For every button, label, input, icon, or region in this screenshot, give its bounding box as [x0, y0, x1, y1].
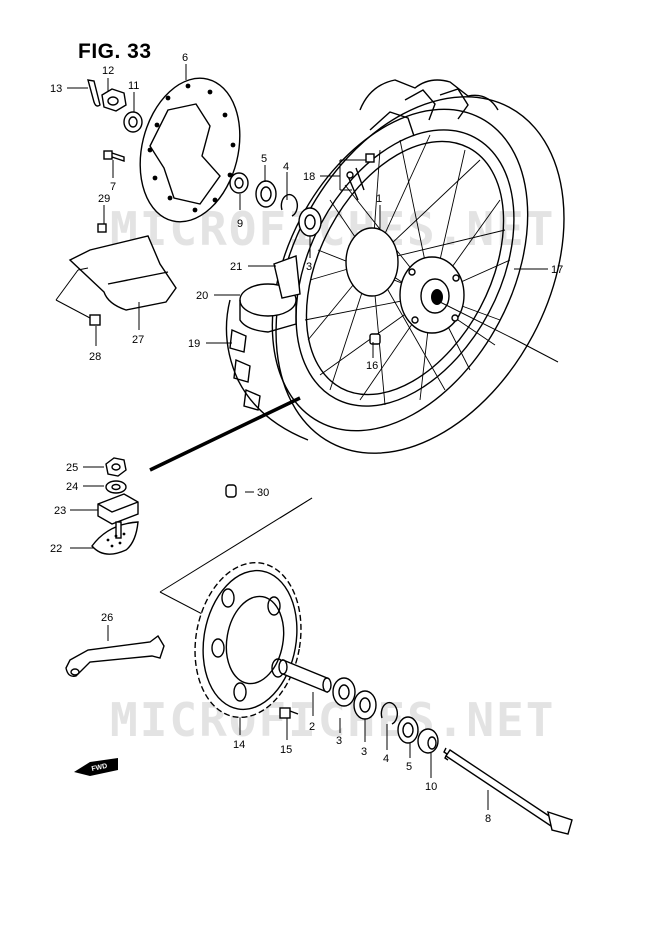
rear-tire: [225, 79, 565, 454]
cotter-pin: [87, 79, 101, 107]
callout-6: 6: [182, 52, 188, 64]
hub-spacer-tube: [278, 658, 332, 694]
callout-3-upper: 3: [306, 261, 312, 273]
callout-9: 9: [237, 218, 243, 230]
assembly-guide-lines: [149, 297, 559, 641]
spanner-wrench: [65, 634, 165, 678]
callout-5-lower: 5: [406, 761, 412, 773]
callout-19: 19: [188, 338, 200, 350]
callout-25: 25: [66, 462, 78, 474]
callout-17: 17: [551, 264, 563, 276]
callout-8: 8: [485, 813, 491, 825]
rim-lock-screw: [369, 333, 381, 345]
callout-20: 20: [196, 290, 208, 302]
oil-seal-right: [397, 716, 419, 744]
sprocket-bolt: [279, 707, 299, 719]
callout-3-lower-a: 3: [336, 735, 342, 747]
callout-11: 11: [128, 80, 139, 92]
spoke-nipples: [346, 153, 375, 201]
callout-1: 1: [376, 193, 382, 205]
callout-12: 12: [102, 65, 114, 77]
bearing-left: [298, 207, 322, 237]
axle-nut: [101, 88, 127, 112]
callout-21: 21: [230, 261, 242, 273]
callout-labels: 13 12 11 6 7 29 5 4 9 3 18 1 21 20 19 17…: [50, 52, 563, 825]
spoke-protector: [239, 255, 301, 333]
callout-29: 29: [98, 193, 110, 205]
wheel-hub: [345, 227, 465, 334]
rear-axle: [443, 747, 573, 835]
callout-2: 2: [309, 721, 315, 733]
callout-22: 22: [50, 543, 62, 555]
callout-18: 18: [303, 171, 315, 183]
callout-30: 30: [257, 487, 269, 499]
callout-5-upper: 5: [261, 153, 267, 165]
callout-27: 27: [132, 334, 144, 346]
valve-cap: [225, 484, 237, 498]
circlip-right: [380, 701, 399, 725]
figure-title: FIG. 33: [78, 40, 152, 63]
callout-10: 10: [425, 781, 437, 793]
forward-direction-arrow: FWD: [74, 758, 118, 776]
callout-23: 23: [54, 505, 66, 517]
hub-spacer-left: [229, 172, 249, 194]
circlip-left: [280, 193, 299, 217]
rim-lock-nut: [105, 457, 127, 477]
collar-spacer: [417, 728, 439, 754]
oil-seal-left: [255, 180, 277, 208]
rim-lock-block: [97, 493, 139, 525]
watermark-lower: MICROFICHES.NET: [110, 693, 556, 747]
callout-15: 15: [280, 744, 292, 756]
svg-text:FWD: FWD: [91, 763, 108, 773]
callout-3-lower-b: 3: [361, 746, 367, 758]
callout-4-upper: 4: [283, 161, 289, 173]
rim-lock-washer: [105, 480, 127, 494]
callout-4-lower: 4: [383, 753, 389, 765]
axle-washer: [123, 111, 143, 133]
bearing-right-2: [353, 690, 377, 720]
rim-lock-base: [91, 521, 139, 555]
chain-guard-bracket: [55, 223, 177, 326]
callout-26: 26: [101, 612, 113, 624]
callout-14: 14: [233, 739, 245, 751]
callout-7: 7: [110, 181, 116, 193]
bearing-right-1: [332, 677, 356, 707]
leader-lines: [67, 64, 548, 810]
callout-28: 28: [89, 351, 101, 363]
callout-16: 16: [366, 360, 378, 372]
callout-13: 13: [50, 83, 62, 95]
rear-sprocket: [194, 561, 302, 719]
brake-disc: [139, 77, 241, 223]
callout-24: 24: [66, 481, 78, 493]
disc-bolt: [103, 150, 125, 162]
